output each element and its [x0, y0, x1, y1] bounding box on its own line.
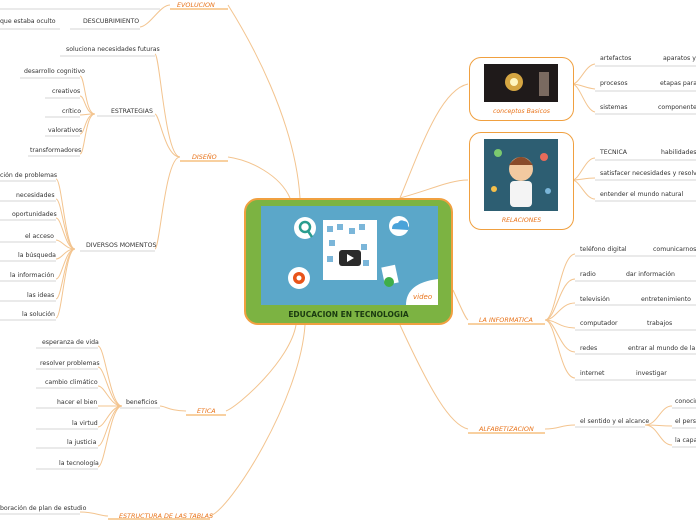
conceptos-image [484, 64, 558, 102]
leaf-sistemas[interactable]: sistemas [600, 104, 628, 111]
relaciones-image [484, 139, 558, 211]
leaf-alfabetizacion[interactable]: la capa [675, 437, 696, 444]
subtopic-estrategias[interactable]: ESTRATEGIAS [111, 108, 153, 115]
leaf-comunicarnos[interactable]: comunicarnos [653, 246, 696, 253]
leaf-estrategia[interactable]: desarrollo cognitivo [24, 68, 85, 75]
leaf-investigar[interactable]: investigar [636, 370, 667, 377]
subtopic-descubrimiento[interactable]: DESCUBRIMIENTO [83, 18, 140, 25]
central-image: video [261, 206, 438, 305]
leaf-etapas[interactable]: etapas para p [660, 80, 696, 87]
leaf-componentes[interactable]: componentes [658, 104, 696, 111]
topic-alfabetizacion[interactable]: ALFABETIZACION [479, 425, 534, 433]
leaf-soluciona-necesidades[interactable]: soluciona necesidades futuras [66, 46, 160, 53]
leaf-entretenimiento[interactable]: entretenimiento [641, 296, 691, 303]
leaf-momento[interactable]: el acceso [25, 233, 54, 240]
leaf-internet[interactable]: internet [580, 370, 605, 377]
leaf-entrar-mundo[interactable]: entrar al mundo de la in [628, 345, 696, 352]
leaf-beneficio[interactable]: la virtud [72, 420, 98, 427]
topic-estructura-tablas[interactable]: ESTRUCTURA DE LAS TABLAS [119, 512, 214, 520]
leaf-que-estaba-oculto[interactable]: que estaba oculto [0, 18, 56, 25]
leaf-beneficio[interactable]: resolver problemas [40, 360, 100, 367]
leaf-radio[interactable]: radio [580, 271, 596, 278]
leaf-momento[interactable]: ción de problemas [0, 172, 58, 179]
leaf-momento[interactable]: las ideas [27, 292, 55, 299]
leaf-momento[interactable]: la información [10, 272, 55, 279]
leaf-computador[interactable]: computador [580, 320, 618, 327]
topic-diseno[interactable]: DISEÑO [192, 153, 217, 161]
leaf-procesos[interactable]: procesos [600, 80, 628, 87]
central-topic[interactable]: video EDUCACION EN TECNOLOGIA [244, 198, 453, 325]
leaf-momento[interactable]: la solución [22, 311, 55, 318]
leaf-beneficio[interactable]: hacer el bien [57, 399, 98, 406]
leaf-beneficio[interactable]: esperanza de vida [42, 339, 99, 346]
leaf-beneficio[interactable]: cambio climático [45, 379, 98, 386]
leaf-entender[interactable]: entender el mundo natural [600, 191, 684, 198]
leaf-aparatos[interactable]: aparatos y m [663, 55, 696, 62]
topic-conceptos-basicos[interactable]: conceptos Basicos [469, 57, 574, 121]
leaf-satisfacer[interactable]: satisfacer necesidades y resolver [600, 170, 696, 177]
svg-text:video: video [413, 293, 432, 301]
leaf-estrategia[interactable]: valorativos [48, 127, 83, 134]
subtopic-sentido-alcance[interactable]: el sentido y el alcance [580, 418, 650, 425]
leaf-estrategia[interactable]: transformadores [30, 147, 82, 154]
topic-la-informatica[interactable]: LA INFORMATICA [479, 316, 533, 324]
leaf-redes[interactable]: redes [580, 345, 598, 352]
leaf-artefactos[interactable]: artefactos [600, 55, 632, 62]
leaf-estrategia[interactable]: creativos [52, 88, 81, 95]
subtopic-beneficios[interactable]: beneficios [126, 399, 158, 406]
leaf-television[interactable]: televisión [580, 296, 610, 303]
central-topic-title: EDUCACION EN TECNOLOGIA [288, 310, 409, 319]
leaf-alfabetizacion[interactable]: el perso [675, 418, 696, 425]
relaciones-label: RELACIONES [501, 217, 542, 224]
leaf-trabajos[interactable]: trabajos [647, 320, 673, 327]
leaf-estrategia[interactable]: crítico [62, 108, 81, 115]
subtopic-diversos-momentos[interactable]: DIVERSOS MOMENTOS [86, 242, 157, 249]
conceptos-label: conceptos Basicos [492, 108, 551, 115]
topic-etica[interactable]: ETICA [197, 407, 216, 415]
topic-relaciones[interactable]: RELACIONES [469, 132, 574, 230]
leaf-momento[interactable]: necesidades [16, 192, 55, 199]
leaf-dar-informacion[interactable]: dar información [626, 271, 675, 278]
leaf-momento[interactable]: la búsqueda [18, 252, 56, 259]
leaf-beneficio[interactable]: la justicia [67, 439, 97, 446]
leaf-beneficio[interactable]: la tecnología [59, 460, 99, 467]
topic-evolucion[interactable]: EVOLUCION [177, 1, 215, 9]
leaf-momento[interactable]: oportunidades [12, 211, 57, 218]
leaf-alfabetizacion[interactable]: conocim [675, 398, 696, 405]
leaf-telefono[interactable]: teléfono digital [580, 246, 627, 253]
leaf-habilidades[interactable]: habilidades [661, 149, 696, 156]
leaf-tecnica[interactable]: TECNICA [600, 149, 628, 156]
leaf-plan-estudio[interactable]: boración de plan de estudio [0, 505, 87, 512]
